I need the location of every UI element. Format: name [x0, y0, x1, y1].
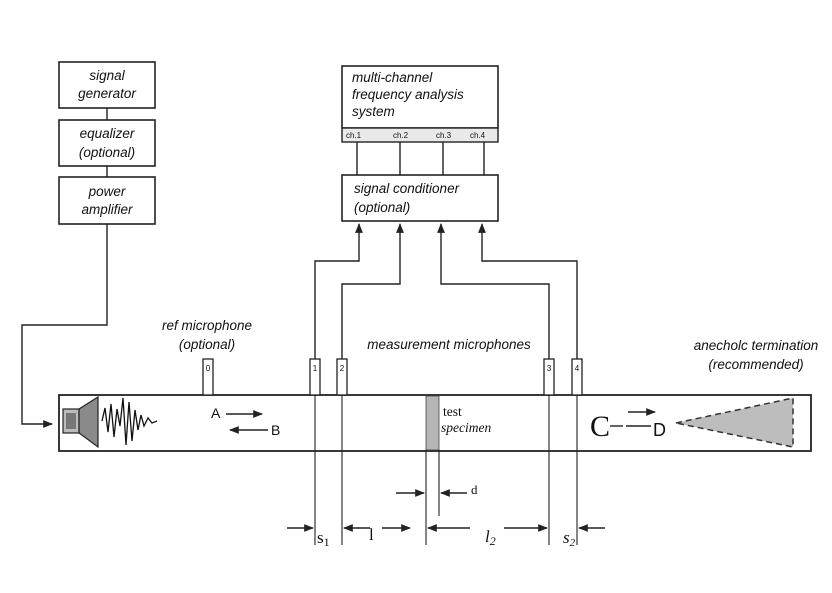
microphone-2: 2	[336, 358, 348, 396]
microphone-cables	[314, 223, 578, 362]
analyzer-label-1: multi-channel	[352, 70, 433, 85]
wave-c-label: C	[590, 410, 610, 443]
microphone-0: 0	[202, 358, 214, 396]
conditioner-label-2: (optional)	[354, 200, 410, 215]
ref-microphone-label: ref microphone	[162, 318, 252, 333]
anechoic-termination	[675, 397, 794, 448]
power-amplifier-box: power amplifier	[58, 176, 156, 225]
dimension-extension-lines	[314, 395, 578, 545]
analyzer-conditioner-wires	[356, 142, 485, 175]
microphone-3: 3	[543, 358, 555, 396]
signal-conditioner-box: signal conditioner (optional)	[341, 174, 499, 222]
power-amplifier-label-1: power	[88, 184, 126, 199]
analyzer-label-3: system	[352, 104, 395, 119]
equalizer-box: equalizer (optional)	[58, 119, 156, 167]
test-specimen-label-2: specimen	[441, 420, 491, 435]
microphone-1: 1	[309, 358, 321, 396]
wire-amp-to-speaker	[21, 224, 108, 428]
l1-label: l	[369, 525, 374, 544]
ref-microphone-optional-label: (optional)	[179, 337, 235, 352]
sound-wave-icon	[101, 397, 158, 446]
test-specimen-label-1: test	[443, 404, 462, 419]
equalizer-label-1: equalizer	[80, 126, 135, 141]
analyzer-ch1: ch.1	[346, 131, 362, 140]
d-dimension-label: d	[471, 482, 478, 497]
termination-label: anecholc termination	[694, 338, 819, 353]
microphone-0-number: 0	[206, 364, 211, 373]
microphone-2-number: 2	[340, 364, 345, 373]
termination-recommended-label: (recommended)	[708, 357, 803, 372]
equalizer-label-2: (optional)	[79, 145, 135, 160]
analyzer-ch3: ch.3	[436, 131, 452, 140]
microphone-3-number: 3	[547, 364, 552, 373]
microphone-1-number: 1	[313, 364, 318, 373]
l2-label: l2	[485, 527, 496, 548]
power-amplifier-label-2: amplifier	[81, 202, 133, 217]
wave-d-label: D	[653, 420, 666, 440]
loudspeaker-icon	[62, 395, 99, 449]
s1-label: s1	[317, 528, 330, 549]
wave-b-label: B	[271, 422, 280, 438]
microphone-4: 4	[571, 358, 583, 396]
measurement-microphones-label: measurement microphones	[367, 337, 531, 352]
analyzer-channel-strip	[341, 127, 499, 143]
s2-label: s2	[563, 528, 576, 549]
microphone-4-number: 4	[575, 364, 580, 373]
analyzer-ch4: ch.4	[470, 131, 486, 140]
frequency-analysis-box: multi-channel frequency analysis system …	[341, 65, 499, 143]
conditioner-label-1: signal conditioner	[354, 181, 460, 196]
signal-generator-label-2: generator	[78, 86, 136, 101]
wave-a-label: A	[211, 405, 221, 421]
analyzer-ch2: ch.2	[393, 131, 409, 140]
signal-generator-label-1: signal	[89, 68, 125, 83]
signal-generator-box: signal generator	[58, 61, 156, 109]
test-specimen	[425, 395, 440, 451]
analyzer-label-2: frequency analysis	[352, 87, 464, 102]
